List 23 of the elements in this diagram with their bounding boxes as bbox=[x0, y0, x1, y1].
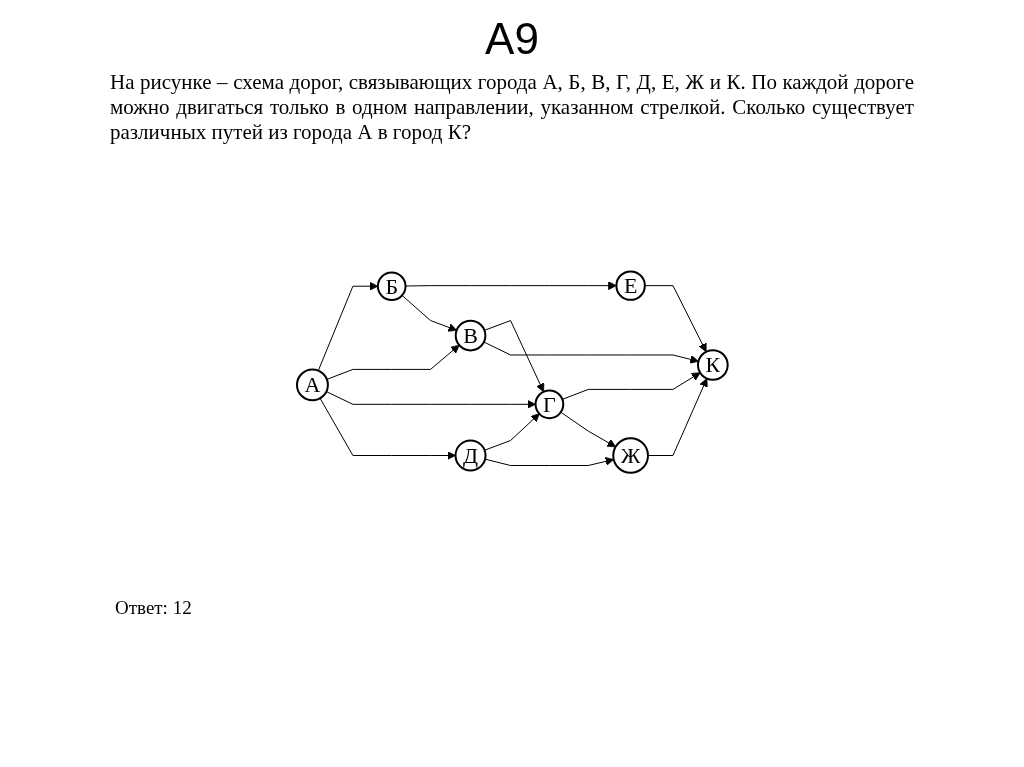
node-circle: Г bbox=[534, 389, 564, 420]
arrow bbox=[317, 281, 378, 372]
node-circle: В bbox=[454, 319, 487, 352]
arrow bbox=[647, 378, 708, 456]
arrow bbox=[484, 457, 614, 466]
arrow bbox=[401, 294, 457, 332]
node-circle: А bbox=[295, 368, 329, 402]
arrow bbox=[325, 391, 536, 409]
arrow bbox=[483, 341, 699, 364]
title: A9 bbox=[484, 14, 540, 64]
arrow bbox=[561, 372, 701, 400]
node-circle: Д bbox=[454, 439, 487, 472]
arrow bbox=[319, 397, 456, 460]
arrow bbox=[483, 320, 544, 393]
arrow bbox=[644, 285, 707, 353]
question-text: На рисунке – схема дорог, связывающих города А, Б, В, Г, Д, Е, Ж и К. По каждой дороге можно двигаться только в одном направлении, указанном стрелкой. Сколько существует различных путей из города А в город К? bbox=[110, 70, 914, 145]
arrow bbox=[326, 344, 460, 380]
node-circle: К bbox=[696, 349, 729, 381]
node-circle: Ж bbox=[611, 437, 649, 474]
node-circle: Б bbox=[376, 271, 407, 302]
arrow bbox=[560, 411, 616, 448]
answer-text: Ответ: 12 bbox=[115, 597, 193, 619]
node-circle: Е bbox=[615, 270, 646, 301]
